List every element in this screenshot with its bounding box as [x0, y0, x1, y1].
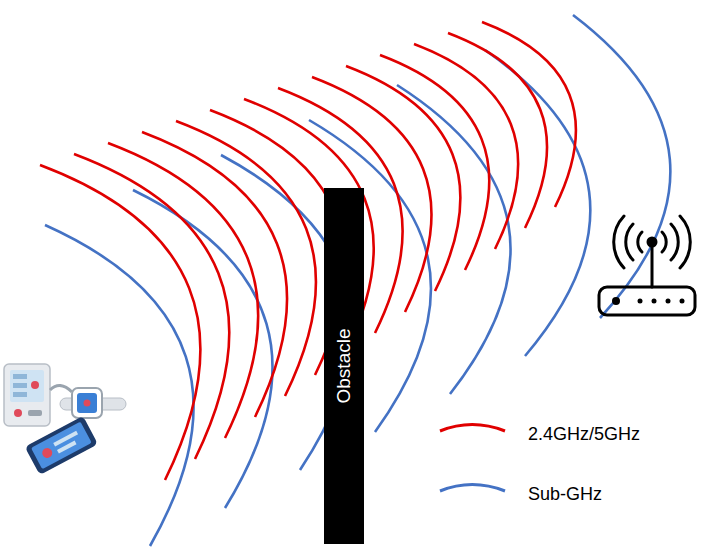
legend-sample-blue [440, 485, 505, 492]
wifi-wave [176, 121, 316, 396]
obstacle-block: Obstacle [324, 188, 364, 544]
legend-sample-red [440, 425, 505, 432]
wifi-wave [448, 33, 547, 228]
legend-text: Sub-GHz [528, 484, 602, 505]
wifi-wave [142, 132, 287, 417]
wifi-wave [482, 22, 576, 207]
device-icons [4, 364, 126, 475]
legend-text: 2.4GHz/5GHz [528, 424, 640, 445]
router-icon [599, 216, 695, 315]
wifi-wave [414, 44, 518, 249]
sub-ghz-wave [485, 50, 590, 356]
obstacle-label: Obstacle [333, 329, 355, 404]
wifi-wave [380, 55, 489, 270]
sub-ghz-wave [45, 225, 194, 546]
sub-ghz-wave [133, 190, 272, 508]
sub-ghz-wave [573, 15, 670, 318]
